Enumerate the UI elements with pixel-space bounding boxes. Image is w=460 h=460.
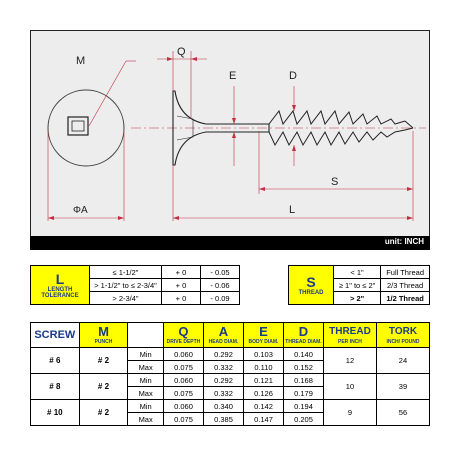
length-plus: + 0 [161, 265, 201, 279]
thread-per-inch: 9 [322, 399, 377, 426]
punch-size: # 2 [78, 373, 129, 400]
thread-length-table: S THREAD < 1" Full Thread ≥ 1" to ≤ 2" 2… [288, 265, 430, 305]
screw-size: # 10 [30, 399, 80, 426]
thread-value: 2/3 Thread [380, 278, 430, 292]
d-value: 0.168 [282, 373, 324, 387]
length-caption-2: TOLERANCE [41, 293, 79, 299]
length-letter: L [55, 271, 65, 287]
max-label: Max [127, 412, 164, 426]
e-value: 0.126 [242, 386, 284, 400]
length-tolerance-table: L LENGTH TOLERANCE ≤ 1-1/2" + 0 - 0.05 >… [30, 265, 240, 305]
label-q: Q [177, 46, 186, 58]
thread-caption: THREAD [298, 290, 324, 296]
length-plus: + 0 [161, 278, 201, 292]
thread-letter: S [306, 274, 316, 290]
thread-per-inch: 10 [322, 373, 377, 400]
d-value: 0.179 [282, 386, 324, 400]
label-e: E [229, 70, 236, 82]
header-screw: SCREW [30, 322, 80, 348]
tork-value: 24 [375, 347, 431, 374]
square-drive-recess [67, 116, 89, 136]
q-value: 0.075 [162, 412, 204, 426]
thread-key: S THREAD [288, 265, 334, 305]
d-value: 0.205 [282, 412, 324, 426]
head-top-view [47, 89, 125, 167]
length-minus: - 0.09 [200, 291, 240, 305]
e-value: 0.121 [242, 373, 284, 387]
min-label: Min [127, 373, 164, 387]
label-phi-a: ΦA [73, 205, 88, 216]
a-value: 0.340 [202, 399, 244, 413]
label-s: S [331, 176, 338, 188]
punch-size: # 2 [78, 347, 129, 374]
length-range: > 1-1/2" to ≤ 2-3/4" [89, 278, 162, 292]
thread-range: > 2" [332, 291, 382, 305]
label-m: M [76, 55, 85, 67]
length-plus: + 0 [161, 291, 201, 305]
e-value: 0.110 [242, 360, 284, 374]
length-minus: - 0.05 [200, 265, 240, 279]
thread-per-inch: 12 [322, 347, 377, 374]
e-value: 0.147 [242, 412, 284, 426]
length-range: ≤ 1-1/2" [89, 265, 162, 279]
label-d: D [289, 70, 297, 82]
unit-bar: unit: INCH [30, 236, 430, 250]
thread-range: ≥ 1" to ≤ 2" [332, 278, 382, 292]
punch-size: # 2 [78, 399, 129, 426]
length-minus: - 0.06 [200, 278, 240, 292]
q-value: 0.075 [162, 360, 204, 374]
screw-size: # 8 [30, 373, 80, 400]
screw-size: # 6 [30, 347, 80, 374]
d-value: 0.152 [282, 360, 324, 374]
screw-thread [268, 109, 414, 147]
q-value: 0.060 [162, 347, 204, 361]
min-label: Min [127, 347, 164, 361]
a-value: 0.332 [202, 360, 244, 374]
q-value: 0.060 [162, 373, 204, 387]
a-value: 0.332 [202, 386, 244, 400]
tork-value: 56 [375, 399, 431, 426]
e-value: 0.103 [242, 347, 284, 361]
max-label: Max [127, 386, 164, 400]
length-caption-1: LENGTH [47, 287, 73, 293]
tork-value: 39 [375, 373, 431, 400]
unit-label: unit: INCH [384, 237, 424, 246]
e-value: 0.142 [242, 399, 284, 413]
max-label: Max [127, 360, 164, 374]
m-leader [88, 60, 127, 127]
length-range: > 2-3/4" [89, 291, 162, 305]
length-tolerance-key: L LENGTH TOLERANCE [30, 265, 90, 305]
label-l: L [289, 204, 295, 216]
a-value: 0.292 [202, 347, 244, 361]
d-value: 0.194 [282, 399, 324, 413]
q-value: 0.075 [162, 386, 204, 400]
d-value: 0.140 [282, 347, 324, 361]
min-label: Min [127, 399, 164, 413]
q-value: 0.060 [162, 399, 204, 413]
screw-diagram: M ΦA Q E [47, 46, 426, 221]
thread-value: Full Thread [380, 265, 430, 279]
header-blank [127, 322, 164, 348]
a-value: 0.385 [202, 412, 244, 426]
a-value: 0.292 [202, 373, 244, 387]
screw-drawing: M ΦA Q E [30, 30, 430, 250]
thread-range: < 1" [332, 265, 382, 279]
thread-value: 1/2 Thread [380, 291, 430, 305]
